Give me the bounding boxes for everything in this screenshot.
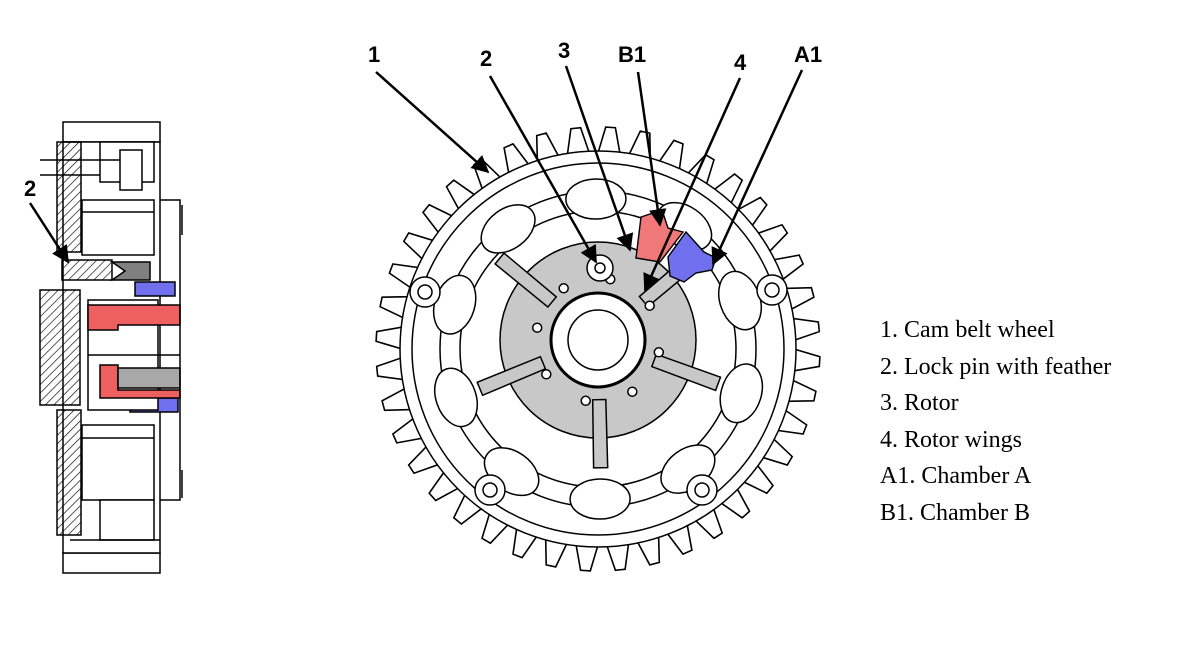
chamber-a-blue [667,230,717,283]
rotor [476,241,722,469]
hatched-wall-mid [39,289,81,406]
rotor-bolt-hole [541,369,552,380]
bolt-hole [694,482,710,498]
callout-a1: A1 [794,42,822,67]
lock-pin-center [594,262,606,274]
upper-chamber [81,199,155,256]
side-port-blue-upper [134,281,176,297]
rotor-bolt-hole [558,283,569,294]
legend-item-rotor-wings: 4. Rotor wings [880,426,1023,453]
bolt-bosses [409,274,788,506]
hatched-wall-bottom [56,409,82,536]
cutaway-grey-lower [117,367,181,389]
housing-bottom-flange [62,552,161,574]
callout-1: 1 [368,42,380,67]
rotor-bolt-hole [531,322,543,333]
leader-4 [643,77,742,292]
bolt-hole [482,482,498,498]
rotor-holes [531,273,665,407]
rotor-bolt-hole [644,300,655,311]
legend-item-chamber-a: A1. Chamber A [880,463,1032,489]
hatched-wall-top [56,141,82,253]
housing-top-flange [62,121,161,143]
callout-4: 4 [734,50,747,75]
lower-chamber [81,424,155,501]
rotor-bolt-hole [653,347,665,358]
rotor-bolt-hole [580,395,591,407]
cross-section-view [39,121,183,574]
wheel-rim-inner [411,162,785,536]
callout-3: 3 [558,38,570,63]
leader-2 [488,75,598,264]
rotor-bolt-hole [627,386,638,397]
lock-pin-spring [61,259,113,281]
rotor-wing [476,355,547,397]
callout-2: 2 [480,46,492,71]
side-callout-2-leader [28,202,70,264]
spoke-holes [432,178,764,520]
legend: 1. Cam belt wheel 2. Lock pin with feath… [880,312,1111,531]
side-callout-2: 2 [24,176,36,201]
spoke-window [480,204,536,254]
legend-item-cam-belt-wheel: 1. Cam belt wheel [880,317,1055,343]
leader-1 [375,71,490,174]
rotor-center-bore [567,309,629,371]
callout-b1: B1 [618,42,646,67]
rotor-wing [494,252,558,309]
leader-3 [564,65,634,252]
legend-item-lock-pin: 2. Lock pin with feather [880,353,1112,380]
leader-lines [375,65,804,292]
bolt-hole [764,282,780,298]
bolt-hole [417,284,433,300]
leader-a1 [711,69,804,266]
lock-pin [109,261,151,281]
rotor-wing [650,353,722,392]
spoke-window [565,178,627,220]
spoke-window [433,367,479,428]
spoke-window [569,478,631,520]
spoke-window [719,363,764,424]
legend-item-rotor: 3. Rotor [880,390,959,416]
legend-item-chamber-b: B1. Chamber B [880,499,1030,526]
leader-b1 [636,71,667,227]
rotor-wing [591,398,609,469]
